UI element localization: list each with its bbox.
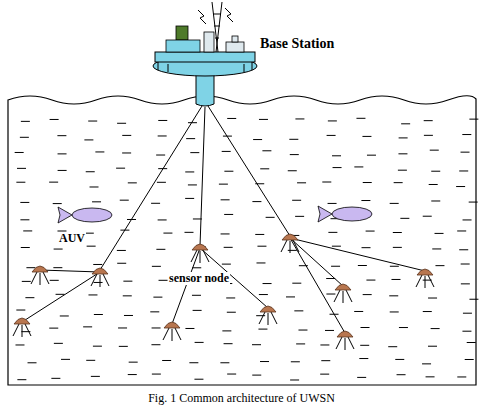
base-station-platform [153, 2, 257, 106]
acoustic-links [22, 106, 425, 333]
sensor-node-symbol [259, 306, 277, 325]
sensor-node-symbol [31, 266, 49, 285]
auv-vehicle [58, 207, 112, 223]
sensor-node-symbol [163, 322, 181, 341]
sensor-node-symbol [91, 268, 109, 287]
water-region [8, 96, 476, 385]
sensor-node-symbol [334, 284, 352, 303]
figure-caption: Fig. 1 Common architecture of UWSN [148, 392, 335, 405]
auv-vehicle [318, 206, 372, 222]
auv-label: AUV [58, 232, 86, 245]
sensor-node-symbol [281, 234, 299, 253]
base-station-node: Base Station [260, 36, 334, 51]
sensor-node-symbol [13, 318, 31, 337]
sensor-node-symbol [336, 331, 354, 350]
water-dashes [15, 118, 479, 380]
sensor-node-symbol [191, 244, 209, 263]
station-label: Base Station [260, 36, 334, 51]
sensor-node-symbol [416, 269, 434, 288]
sensor-node-label: sensor node [168, 272, 230, 285]
sensor-nodes [13, 234, 434, 350]
